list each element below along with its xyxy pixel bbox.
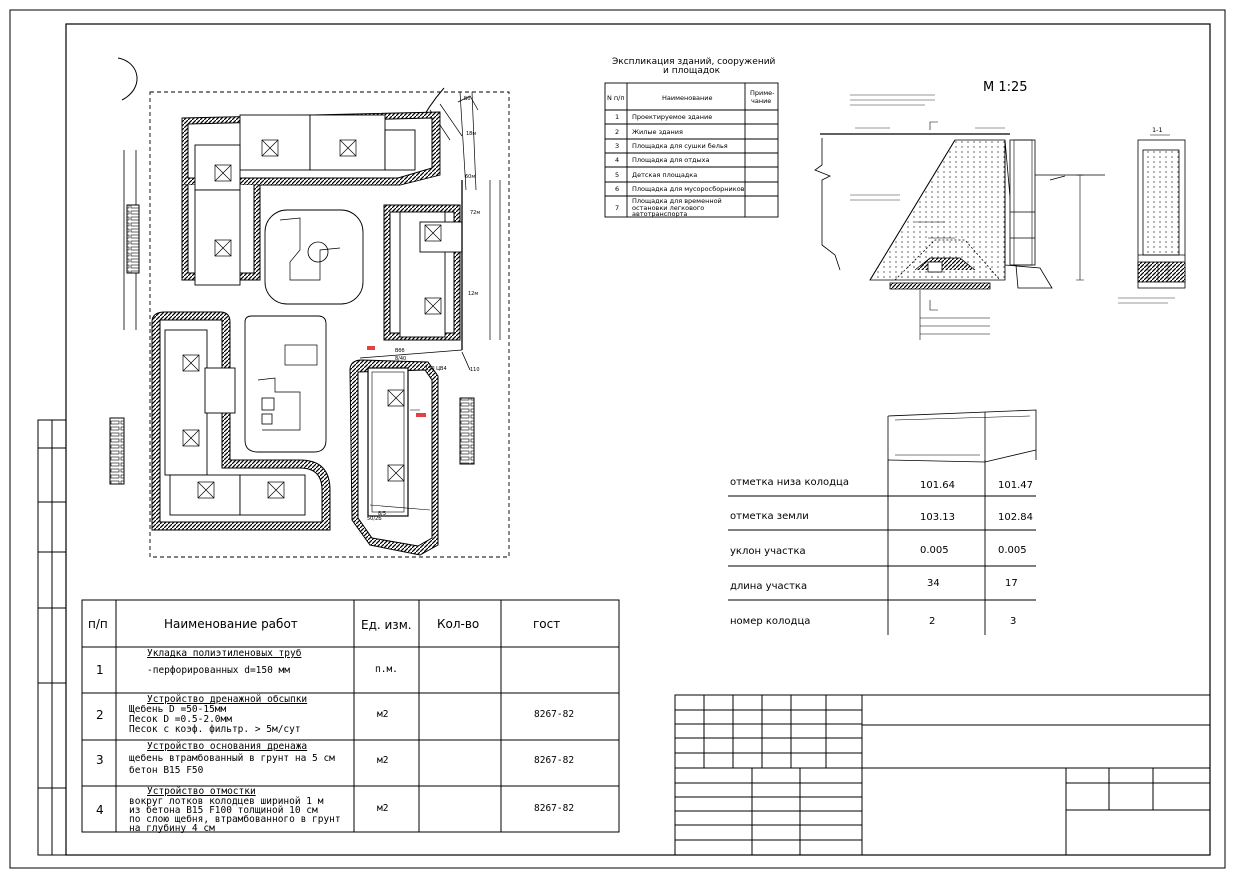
works-row-unit: м2 [377,803,389,814]
works-row-unit: м2 [377,709,389,720]
svg-text:50/2Б: 50/2Б [367,516,382,522]
profile-value: 101.47 [998,480,1033,491]
profile-value: 17 [1005,578,1018,589]
profile-label: длина участка [730,581,808,592]
explication-row-num: 6 [615,185,620,193]
works-row-title: Устройство отмостки [147,786,256,797]
section-scale: М 1:25 [983,80,1028,95]
profile-value: 0.005 [998,545,1027,556]
works-header-gost: гост [533,617,561,631]
works-row-num: 4 [96,803,104,817]
works-row-line: щебень втрамбованный в грунт на 5 см [129,753,335,764]
explication-row-name: Площадка для сушки белья [632,142,728,150]
works-header-name: Наименование работ [164,617,298,631]
works-header-unit: Ед. изм. [361,618,412,632]
works-header-qty: Кол-во [437,617,480,631]
svg-text:Вбб: Вбб [395,348,405,354]
profile-label: отметка низа колодца [730,477,849,488]
explication-title: Экспликация зданий, сооружений [612,57,776,67]
svg-text:60м: 60м [465,174,475,180]
works-row-line: бетон В15 F50 [129,765,204,776]
svg-text:Бо: Бо [464,96,471,102]
works-row-unit: м2 [377,755,389,766]
works-row-gost: 8267-82 [534,803,575,814]
explication-table [604,82,779,218]
title-block [674,694,1211,856]
works-table [81,599,620,833]
section-drawing [814,94,1186,340]
works-row-num: 3 [96,753,104,767]
explication-row-name: Проектируемое здание [632,113,713,121]
plan-labels: Бо 18м 60м 72м 12м Вбб 8/40 130 ЦВ4 110 … [367,96,480,522]
profile-value: 103.13 [920,512,955,523]
explication-row-num: 3 [615,142,620,150]
works-row-num: 1 [96,663,104,677]
explication-row-num: 7 [615,204,620,212]
explication-row-name: Жилые здания [632,128,683,136]
works-row-gost: 8267-82 [534,709,575,720]
explication-row-num: 5 [615,171,620,179]
sheet-frame [9,9,1226,869]
profile-value: 3 [1010,616,1017,627]
explication-row-name: Площадка для временной [632,197,722,205]
explication-header-note2: чание [751,97,772,105]
works-row-title: Устройство основания дренажа [147,741,308,752]
site-plan [109,57,510,558]
works-row-line: Песок D =0.5-2.0мм [129,714,232,725]
works-row-gost: 8267-82 [534,755,575,766]
works-row-title: Укладка полиэтиленовых труб [147,648,302,659]
explication-row-num: 1 [615,113,620,121]
explication-row-name: Площадка для мусоросборников [632,185,745,193]
works-row-unit: п.м. [375,664,398,675]
works-row-num: 2 [96,708,104,722]
works-row-line: по слою щебня, втрамбованного в грунт [129,814,341,825]
explication-header-name: Наименование [662,94,713,102]
profile-table [728,409,1037,635]
svg-text:8/40: 8/40 [395,356,406,362]
svg-text:110: 110 [470,367,480,373]
profile-label: отметка земли [730,511,809,522]
profile-value: 101.64 [920,480,955,491]
svg-text:12м: 12м [468,291,478,297]
section-side-label: 1-1 [1152,126,1163,134]
profile-label: уклон участка [730,546,806,557]
explication-subtitle: и площадок [663,66,721,76]
profile-value: 0.005 [920,545,949,556]
works-row-line: на глубину 4 см [129,823,215,834]
explication-row-name-line3: автотранспорта [632,210,688,218]
svg-text:130 ЦВ4: 130 ЦВ4 [425,366,447,372]
works-row-line: Песок с коэф. фильтр. > 5м/сут [129,724,301,735]
works-header-num: п/п [88,617,108,631]
explication-row-name: Детская площадка [632,171,698,179]
svg-text:18м: 18м [466,131,476,137]
explication-header-note: Приме- [750,89,775,97]
profile-value: 34 [927,578,940,589]
works-row-line: из бетона В15 F100 толщиной 10 см [129,805,318,816]
explication-row-num: 4 [615,156,620,164]
profile-value: 2 [929,616,936,627]
explication-row-name: Площадка для отдыха [632,156,710,164]
works-row-line: Щебень D =50-15мм [129,704,227,715]
profile-label: номер колодца [730,616,811,627]
explication-header-num: N п/п [607,94,625,102]
works-row-title: Устройство дренажной обсыпки [147,694,308,705]
svg-text:72м: 72м [470,210,480,216]
works-row-line: вокруг лотков колодцев шириной 1 м [129,796,324,807]
explication-row-name-line2: остановки легкового [632,204,705,212]
works-row-line: -перфорированных d=150 мм [147,665,290,676]
explication-row-num: 2 [615,128,620,136]
svg-text:8/5: 8/5 [378,511,386,517]
profile-value: 102.84 [998,512,1033,523]
